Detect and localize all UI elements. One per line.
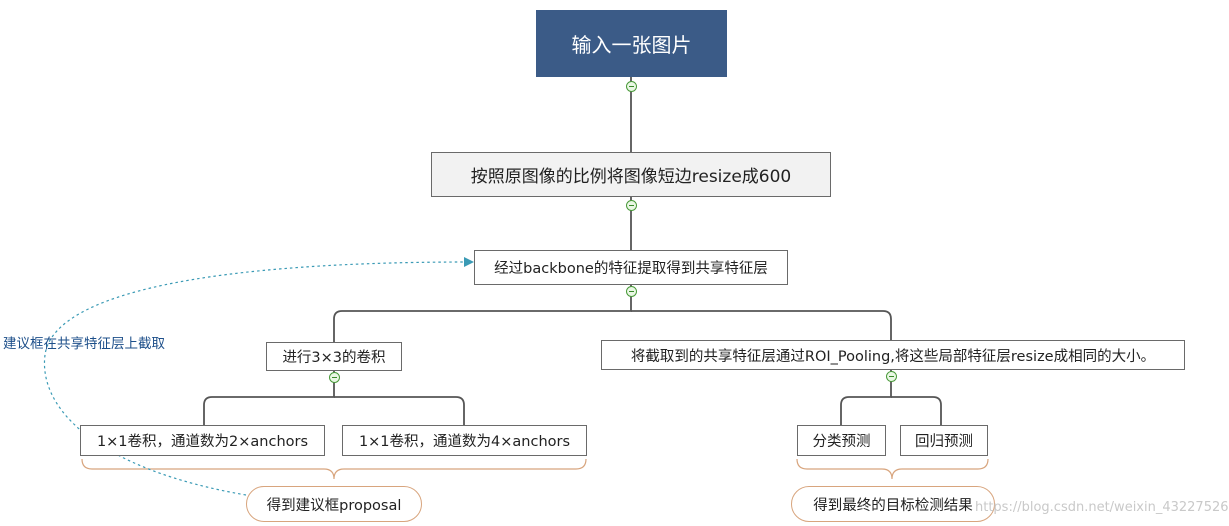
summary-brace-final bbox=[796, 458, 989, 480]
link-conv3x3-reg bbox=[334, 396, 465, 425]
watermark: https://blog.csdn.net/weixin_43227526 bbox=[975, 500, 1229, 515]
link-roi-classify bbox=[840, 370, 892, 425]
summary-proposal[interactable]: 得到建议框proposal bbox=[246, 486, 422, 522]
node-conv3x3[interactable]: 进行3×3的卷积 bbox=[266, 342, 402, 371]
node-regress[interactable]: 回归预测 bbox=[900, 425, 988, 456]
collapse-icon-backbone[interactable] bbox=[626, 286, 637, 297]
node-root[interactable]: 输入一张图片 bbox=[536, 10, 727, 77]
node-conv-reg[interactable]: 1×1卷积，通道数为4×anchors bbox=[342, 425, 587, 456]
summary-final[interactable]: 得到最终的目标检测结果 bbox=[791, 486, 995, 522]
collapse-icon-conv3x3[interactable] bbox=[329, 372, 340, 383]
node-conv-cls[interactable]: 1×1卷积，通道数为2×anchors bbox=[80, 425, 325, 456]
connector-lines bbox=[43, 77, 989, 496]
link-backbone-roi bbox=[631, 310, 892, 340]
link-backbone-conv3x3 bbox=[333, 285, 632, 342]
node-resize[interactable]: 按照原图像的比例将图像短边resize成600 bbox=[431, 152, 831, 197]
node-backbone[interactable]: 经过backbone的特征提取得到共享特征层 bbox=[474, 250, 788, 285]
node-roi-pooling[interactable]: 将截取到的共享特征层通过ROI_Pooling,将这些局部特征层resize成相… bbox=[601, 340, 1185, 370]
link-roi-regress bbox=[891, 396, 942, 425]
collapse-icon-resize[interactable] bbox=[626, 200, 637, 211]
link-conv3x3-cls bbox=[203, 371, 335, 425]
summary-brace-proposal bbox=[81, 458, 587, 480]
relation-curve bbox=[43, 261, 469, 496]
collapse-icon-roi[interactable] bbox=[886, 371, 897, 382]
collapse-icon-root[interactable] bbox=[626, 81, 637, 92]
node-classify[interactable]: 分类预测 bbox=[797, 425, 886, 456]
relation-label[interactable]: 建议框在共享特征层上截取 bbox=[3, 336, 165, 352]
relation-arrowhead bbox=[464, 257, 474, 267]
